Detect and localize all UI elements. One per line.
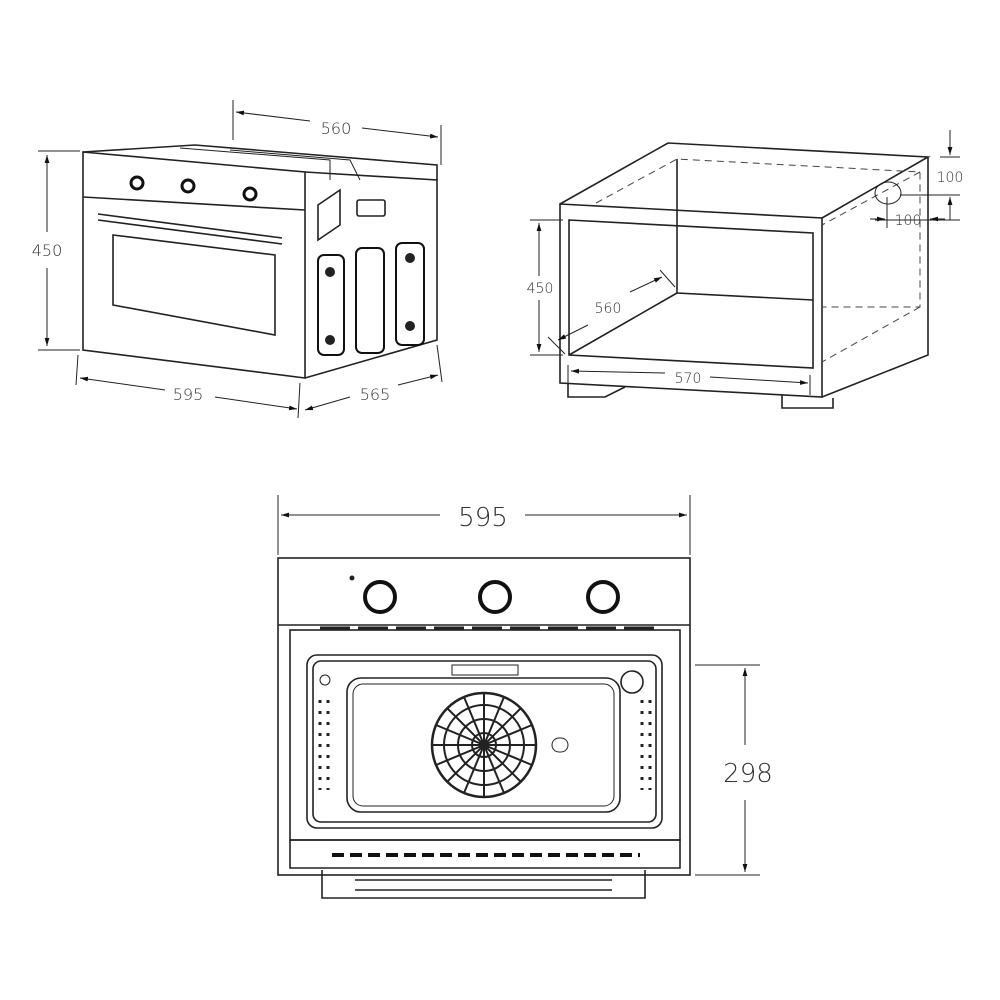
knob-icon [129, 175, 145, 191]
dim-front-width: 595 [458, 503, 508, 533]
dim-depth: 565 [360, 385, 391, 404]
oven-perspective: 560 450 595 565 [32, 100, 443, 419]
dim-offset-top: 100 [937, 170, 964, 186]
dim-cab-depth: 560 [595, 301, 622, 317]
oven-light-icon [620, 670, 644, 694]
dim-cab-width: 570 [675, 371, 702, 387]
knob-icon [478, 580, 512, 614]
knob-icon [242, 186, 258, 202]
knob-icon [363, 580, 397, 614]
door-window [112, 234, 276, 336]
door-handle [97, 213, 283, 245]
dim-top-width: 560 [321, 119, 352, 138]
dim-offset-side: 100 [895, 213, 922, 229]
cabinet-cutout: 100 100 450 560 570 [527, 130, 964, 409]
dim-front-width: 595 [173, 385, 204, 404]
oven-front-view: 595 298 [277, 495, 773, 899]
dim-cavity-height: 298 [723, 759, 773, 789]
dim-cab-height: 450 [527, 281, 554, 297]
knob-icon [180, 178, 196, 194]
knob-icon [586, 580, 620, 614]
dim-height: 450 [32, 241, 63, 260]
fan-icon [430, 691, 538, 799]
